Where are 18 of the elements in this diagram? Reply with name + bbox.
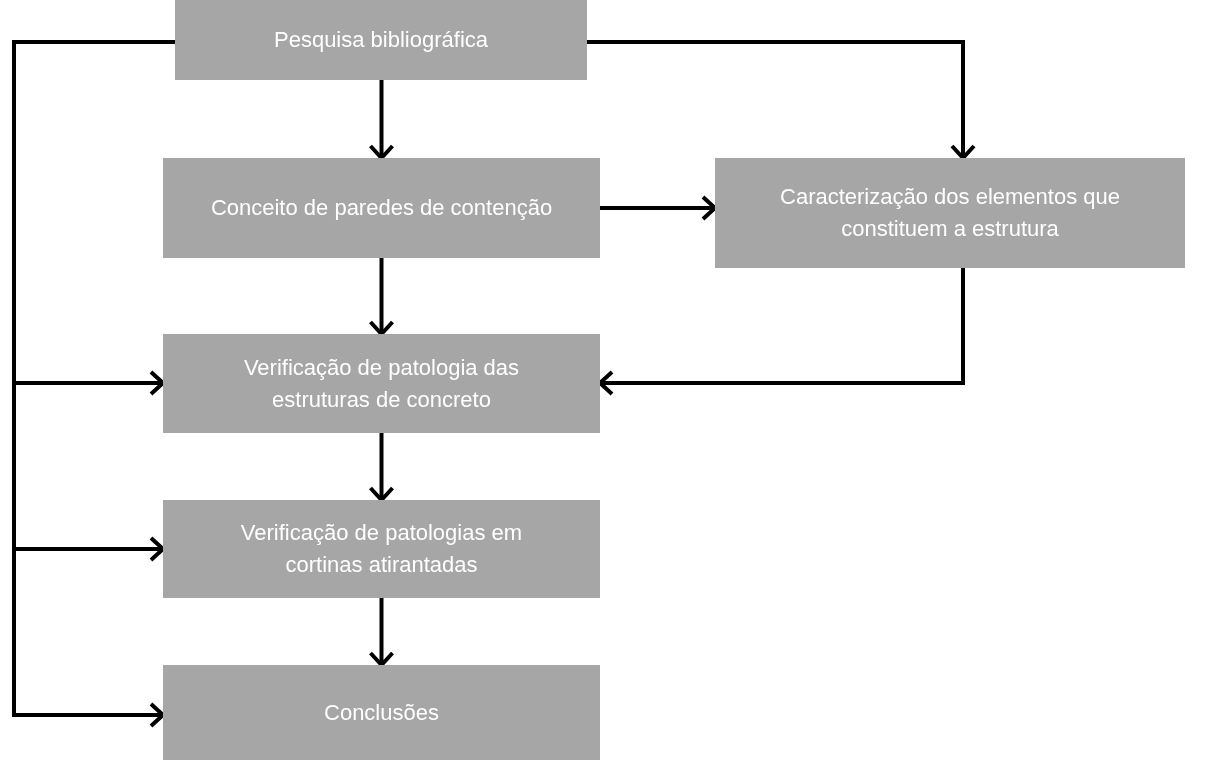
arrow — [368, 258, 395, 336]
process-box — [163, 500, 600, 598]
arrow — [368, 80, 395, 160]
process-box — [175, 0, 587, 80]
arrow — [600, 195, 717, 221]
process-box — [715, 158, 1185, 268]
box-label: Verificação de patologias em cortinas atirantadas — [239, 519, 524, 579]
box-label: Verificação de patologia das estruturas de concreto — [242, 353, 521, 414]
box-label: Conclusões — [324, 698, 439, 727]
arrow — [368, 598, 395, 667]
process-box — [163, 665, 600, 760]
box-label: Pesquisa bibliográfica — [274, 26, 488, 55]
box-label: Conceito de paredes de contenção — [210, 194, 553, 223]
process-box — [163, 334, 600, 433]
arrow — [368, 433, 395, 502]
process-box — [163, 158, 600, 258]
arrow — [587, 40, 976, 160]
box-label: Caracterização dos elementos que constituem a estrutura — [779, 183, 1121, 243]
